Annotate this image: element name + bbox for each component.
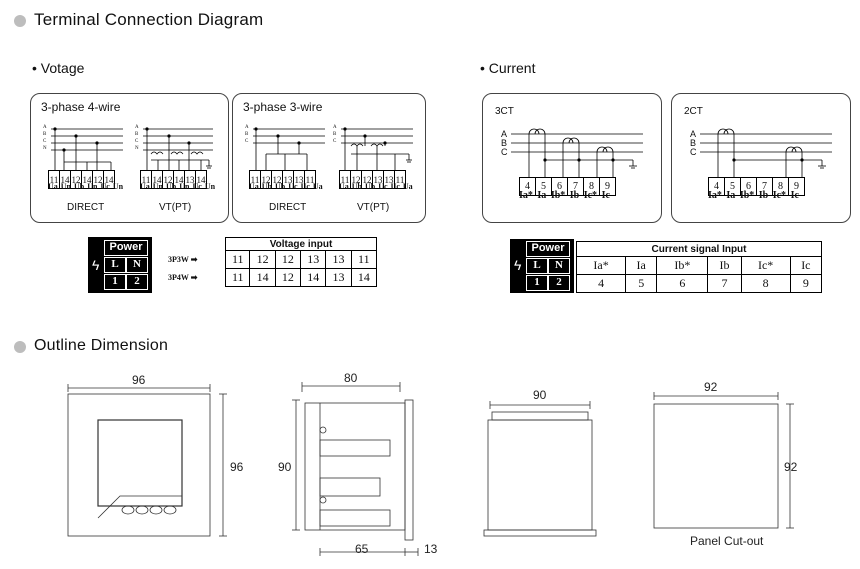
back-width-dimension: 90 [533,388,547,402]
terminal-labels-direct: Ua Ub Ub Uc Uc Ua [249,182,323,191]
side-body-dimension: 65 [355,542,369,556]
ct-diagram-3ct [511,128,643,177]
power-l: L [526,258,548,274]
power-terminal-2: 2 [126,274,148,290]
arrow-right-icon: ➡ [190,273,198,282]
lightning-icon: ϟ [514,257,522,273]
power-block-voltage: ϟ Power L N 1 2 [88,237,152,293]
power-block-current: ϟ Power L N 1 2 [510,239,574,293]
power-l: L [104,257,126,273]
side-depth-dimension: 80 [344,371,358,385]
power-terminal-2: 2 [548,275,570,291]
side-front-dimension: 13 [424,542,438,556]
arrow-right-icon: ➡ [190,255,198,264]
terminal-labels-3ct: Ia* Ia Ib* Ib Ic* Ic [519,190,610,201]
terminal-connection-title: Terminal Connection Diagram [34,10,264,29]
terminal-labels-2ct: Ia* Ia Ib* Ib Ic* Ic [708,190,799,201]
panel-title: 3CT [495,106,514,117]
power-terminal-1: 1 [104,274,126,290]
row-label-3p4w: 3P4W ➡ [168,273,198,282]
row-label-3p3w: 3P3W ➡ [168,255,198,264]
wiring-diagram-3wire [253,127,413,170]
current-heading: • Current [480,60,536,76]
front-height-dimension: 96 [230,460,244,474]
terminal-labels-vt: Ua Un Ub Un Uc Un [140,182,216,191]
cutout-width-dimension: 92 [704,380,718,394]
panel-title: 3-phase 3-wire [243,100,323,114]
terminal-labels-vt: Ua Ub Ub Uc Uc Ua [339,182,413,191]
panel-title: 3-phase 4-wire [41,100,121,114]
panel-title: 2CT [684,106,703,117]
voltage-heading: • Votage [32,60,85,76]
power-n: N [548,258,570,274]
panel-cutout-label: Panel Cut-out [690,534,764,548]
lightning-icon: ϟ [92,257,100,273]
direct-label: DIRECT [269,202,307,213]
vt-label: VT(PT) [357,202,390,213]
side-height-dimension: 90 [278,460,292,474]
front-width-dimension: 96 [132,373,146,387]
power-terminal-1: 1 [526,275,548,291]
ct-diagram-2ct [700,128,832,177]
section-bullet [14,341,26,353]
terminal-labels-direct: Ua Un Ub Un Uc Un [48,182,124,191]
section-bullet [14,15,26,27]
vt-label: VT(PT) [159,202,192,213]
power-title: Power [104,240,148,256]
power-n: N [126,257,148,273]
outline-dimension-title: Outline Dimension [34,337,169,354]
direct-label: DIRECT [67,202,105,213]
cutout-height-dimension: 92 [784,460,798,474]
power-title: Power [526,241,570,257]
wiring-diagram-4wire [51,127,213,170]
